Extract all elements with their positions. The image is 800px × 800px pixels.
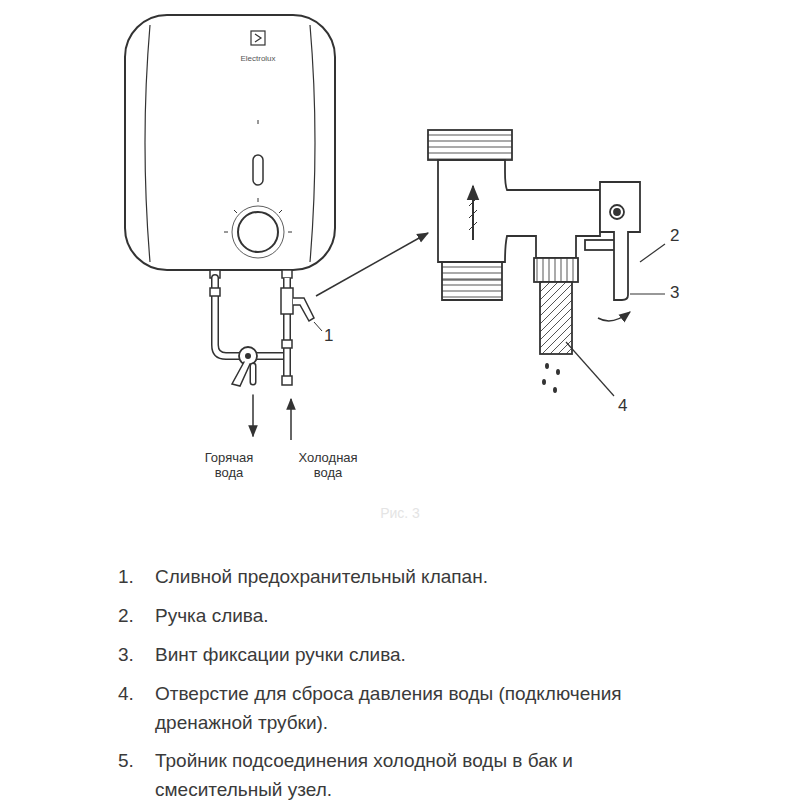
list-text: Сливной предохранительный клапан. [155, 562, 725, 591]
list-text: Винт фиксации ручки слива. [155, 640, 725, 669]
safety-valve-detail [428, 130, 665, 396]
list-text: Отверстие для сброса давления воды (подк… [155, 679, 700, 737]
list-number: 2. [118, 601, 134, 630]
flow-label: Холодная вода [288, 450, 368, 480]
list-number: 3. [118, 640, 134, 669]
list-number: 5. [118, 746, 134, 775]
flow-label: Горячая вода [194, 450, 264, 480]
list-number: 1. [118, 562, 134, 591]
list-text: Тройник подсоединения холодной воды в ба… [155, 746, 700, 800]
brand-logo: Electrolux [228, 54, 288, 64]
hot-pipe [210, 270, 287, 436]
callout-number: 3 [670, 283, 679, 303]
cold-pipe [281, 233, 428, 440]
callout-number: 1 [324, 326, 333, 346]
list-text: Ручка слива. [155, 601, 725, 630]
callout-number: 4 [618, 396, 627, 416]
heater [125, 15, 335, 270]
callout-number: 2 [670, 226, 679, 246]
list-number: 4. [118, 679, 134, 708]
watermark: Рис. 3 [360, 505, 440, 521]
